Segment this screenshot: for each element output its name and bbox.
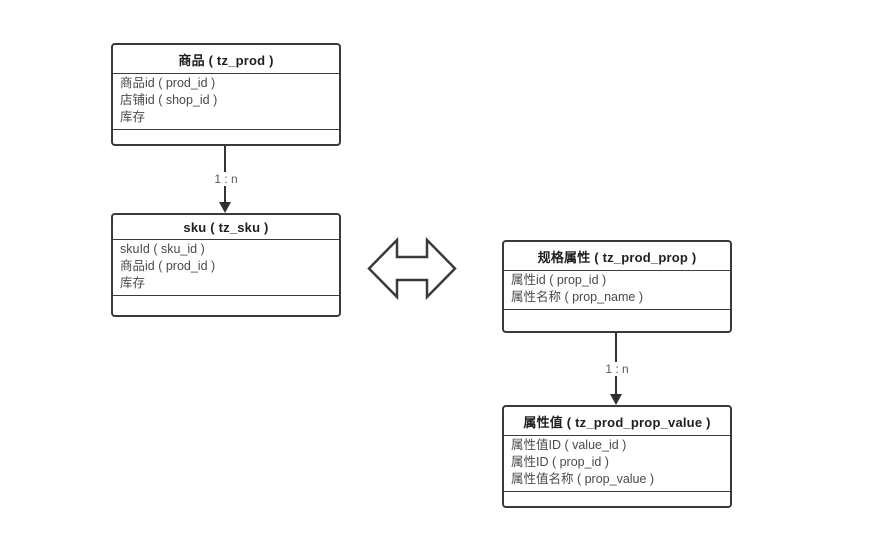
double-arrow-icon: [367, 237, 457, 300]
entity-fields-tz-prod-prop-value: 属性值ID ( value_id ) 属性ID ( prop_id ) 属性值名…: [504, 436, 730, 492]
entity-fields-tz-prod: 商品id ( prod_id ) 店铺id ( shop_id ) 库存: [113, 74, 339, 130]
entity-title-tz-prod: 商品 ( tz_prod ): [113, 45, 339, 74]
entity-field: 属性名称 ( prop_name ): [511, 290, 643, 304]
entity-field: 属性ID ( prop_id ): [511, 455, 609, 469]
entity-table-tz-prod: 商品 ( tz_prod ) 商品id ( prod_id ) 店铺id ( s…: [111, 43, 341, 146]
entity-footer-empty: [113, 296, 339, 316]
entity-field: 店铺id ( shop_id ): [120, 93, 218, 107]
entity-field: 库存: [120, 110, 146, 124]
entity-fields-tz-sku: skuId ( sku_id ) 商品id ( prod_id ) 库存: [113, 240, 339, 296]
arrowhead-down-icon: [610, 394, 622, 405]
connector-label-prod-sku: 1 : n: [211, 172, 241, 186]
entity-field: 商品id ( prod_id ): [120, 259, 216, 273]
entity-field: 商品id ( prod_id ): [120, 76, 216, 90]
entity-table-tz-prod-prop-value: 属性值 ( tz_prod_prop_value ) 属性值ID ( value…: [502, 405, 732, 508]
entity-footer-empty: [504, 310, 730, 331]
entity-field: 属性id ( prop_id ): [511, 273, 607, 287]
entity-footer-empty: [113, 130, 339, 150]
entity-table-tz-prod-prop: 规格属性 ( tz_prod_prop ) 属性id ( prop_id ) 属…: [502, 240, 732, 333]
connector-label-prop-value: 1 : n: [602, 362, 632, 376]
entity-title-tz-prod-prop: 规格属性 ( tz_prod_prop ): [504, 242, 730, 271]
entity-fields-tz-prod-prop: 属性id ( prop_id ) 属性名称 ( prop_name ): [504, 271, 730, 310]
entity-title-tz-prod-prop-value: 属性值 ( tz_prod_prop_value ): [504, 407, 730, 436]
entity-title-tz-sku: sku ( tz_sku ): [113, 215, 339, 240]
entity-table-tz-sku: sku ( tz_sku ) skuId ( sku_id ) 商品id ( p…: [111, 213, 341, 317]
entity-field: 属性值ID ( value_id ): [511, 438, 627, 452]
arrowhead-down-icon: [219, 202, 231, 213]
entity-footer-empty: [504, 492, 730, 512]
entity-field: skuId ( sku_id ): [120, 242, 205, 256]
entity-field: 属性值名称 ( prop_value ): [511, 472, 655, 486]
entity-field: 库存: [120, 276, 146, 290]
